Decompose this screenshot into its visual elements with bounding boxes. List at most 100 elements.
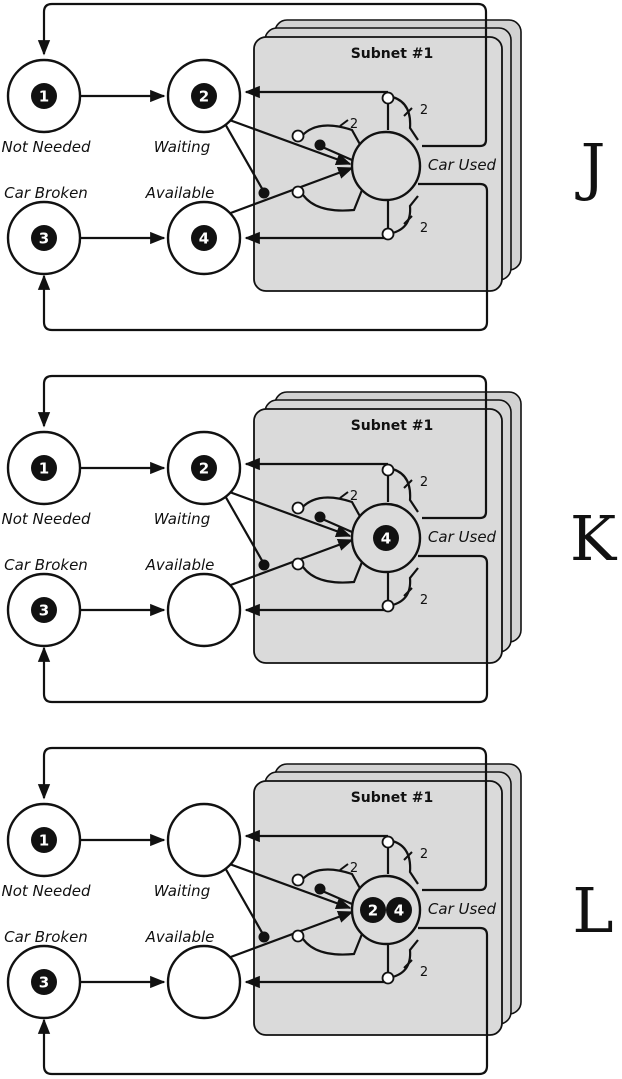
place-label: Waiting xyxy=(154,882,210,900)
subnet-title: Subnet #1 xyxy=(351,418,434,434)
multiplicity-label-bottom: 2 xyxy=(420,965,428,980)
loop-car-used-to-not-needed xyxy=(37,746,488,892)
token-number: 2 xyxy=(199,460,209,478)
subnet-title: Subnet #1 xyxy=(351,790,434,806)
token xyxy=(191,225,217,251)
multiplicity-tick-2 xyxy=(403,215,413,225)
inhibitor-dot-left xyxy=(258,931,270,943)
subnet-black-dot xyxy=(314,511,326,523)
inhibitor-dot-left xyxy=(258,559,270,571)
place-not-needed: Not Needed 1 xyxy=(2,58,91,156)
token xyxy=(31,225,57,251)
panel-letter: J xyxy=(575,130,606,203)
place-label: Car Broken xyxy=(4,556,88,574)
place-label: Not Needed xyxy=(2,138,91,156)
multiplicity-label-top: 2 xyxy=(420,847,428,862)
token-number: 2 xyxy=(199,88,209,106)
place-car-broken: Car Broken 3 xyxy=(4,556,88,648)
multiplicity-tick-2 xyxy=(403,587,413,597)
test-arc-circle-2 xyxy=(291,501,305,515)
token-number: 4 xyxy=(394,902,404,920)
multiplicity-label-inner: 2 xyxy=(350,861,358,876)
place-available: Available xyxy=(145,928,242,1020)
multiplicity-tick-1 xyxy=(339,863,349,871)
panel-letter: K xyxy=(570,502,618,575)
token xyxy=(373,525,399,551)
subnet-black-dot xyxy=(314,883,326,895)
subnet-black-dot xyxy=(314,139,326,151)
arc-available-to-car-used xyxy=(227,910,354,960)
multiplicity-label-bottom: 2 xyxy=(420,221,428,236)
token-number: 3 xyxy=(39,602,49,620)
multiplicity-label-top: 2 xyxy=(420,103,428,118)
loop-car-used-to-car-broken xyxy=(37,554,489,704)
subnet-arc-black-dot xyxy=(319,144,353,162)
test-arc-circle-1 xyxy=(381,599,395,613)
token-number: 1 xyxy=(39,460,49,478)
arc-waiting-to-car-used xyxy=(223,860,352,910)
token xyxy=(191,83,217,109)
token xyxy=(191,455,217,481)
place-label: Available xyxy=(145,556,215,574)
test-arc-circle-0 xyxy=(381,91,395,105)
place-label: Car Used xyxy=(428,900,497,918)
token xyxy=(31,597,57,623)
token xyxy=(386,897,412,923)
test-arc-circle-0 xyxy=(381,835,395,849)
place-circle xyxy=(166,944,242,1020)
inhibitor-dot-left xyxy=(258,187,270,199)
place-waiting: Waiting xyxy=(154,802,242,900)
test-arc-circle-2 xyxy=(291,873,305,887)
multiplicity-label-inner: 2 xyxy=(350,117,358,132)
token xyxy=(31,455,57,481)
inhibitor-waiting xyxy=(223,121,265,193)
multiplicity-tick-1 xyxy=(339,119,349,127)
token-number: 3 xyxy=(39,230,49,248)
place-circle xyxy=(166,572,242,648)
loop-car-used-to-not-needed xyxy=(37,2,488,148)
place-available: Available xyxy=(145,556,242,648)
place-circle xyxy=(166,802,242,878)
test-arc-circle-3 xyxy=(291,929,305,943)
subnet-arc-black-dot xyxy=(319,516,353,534)
place-label: Waiting xyxy=(154,510,210,528)
place-not-needed: Not Needed 1 xyxy=(2,430,91,528)
multiplicity-tick-0 xyxy=(403,479,413,489)
token-number: 4 xyxy=(381,530,391,548)
multiplicity-label-inner: 2 xyxy=(350,489,358,504)
panel-letter: L xyxy=(572,874,613,947)
place-waiting: Waiting 2 xyxy=(154,58,242,156)
loop-car-used-to-not-needed xyxy=(37,374,488,520)
subnet-arc-black-dot xyxy=(319,888,353,906)
place-label: Car Broken xyxy=(4,928,88,946)
token xyxy=(31,83,57,109)
place-label: Car Used xyxy=(428,528,497,546)
test-arc-circle-1 xyxy=(381,971,395,985)
multiplicity-label-top: 2 xyxy=(420,475,428,490)
loop-car-used-to-car-broken xyxy=(37,182,489,332)
place-label: Not Needed xyxy=(2,882,91,900)
token xyxy=(31,969,57,995)
place-car-used: Car Used xyxy=(350,130,497,202)
place-label: Waiting xyxy=(154,138,210,156)
arc-available-to-car-used xyxy=(227,166,354,216)
place-waiting: Waiting 2 xyxy=(154,430,242,528)
token-number: 4 xyxy=(199,230,209,248)
token xyxy=(31,827,57,853)
multiplicity-label-bottom: 2 xyxy=(420,593,428,608)
test-arc-circle-2 xyxy=(291,129,305,143)
token-number: 1 xyxy=(39,88,49,106)
place-label: Car Used xyxy=(428,156,497,174)
place-label: Not Needed xyxy=(2,510,91,528)
loop-car-used-to-car-broken xyxy=(37,926,489,1076)
place-label: Available xyxy=(145,928,215,946)
